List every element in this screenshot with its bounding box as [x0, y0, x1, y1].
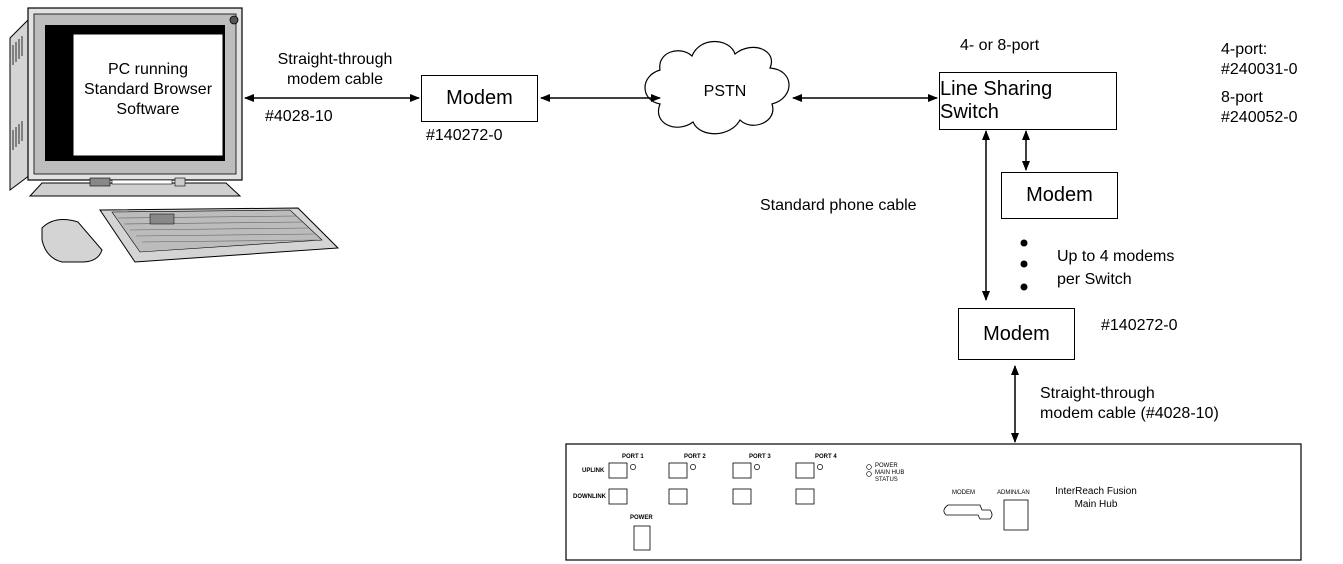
modem-1-label: Modem [446, 87, 513, 109]
ellipsis-dot [1020, 239, 1028, 247]
modem-2-label: Modem [1026, 184, 1093, 206]
hub-modem-label: MODEM [952, 490, 975, 496]
switch-8port-label: 8-port [1221, 89, 1263, 106]
modem-3-label: Modem [983, 322, 1050, 345]
ellipsis-dot [1020, 260, 1028, 268]
hub-port-4-label: PORT 4 [815, 454, 837, 460]
ellipsis-dot [1020, 283, 1028, 291]
uplink-port-4 [795, 462, 815, 479]
uplink-port-2 [668, 462, 688, 479]
hub-port-1-label: PORT 1 [622, 454, 644, 460]
hub-port-3-label: PORT 3 [749, 454, 771, 460]
hub-admin-lan-label: ADMIN/LAN [997, 490, 1030, 496]
cable1-part-number: #4028-10 [265, 108, 333, 125]
hub-port-2-label: PORT 2 [684, 454, 706, 460]
switch-8port-part: #240052-0 [1221, 109, 1298, 126]
hub-name-line2: Main Hub [1074, 499, 1118, 510]
pc-label: PC running Standard Browser Software [83, 61, 213, 118]
modem-1-part-number: #140272-0 [426, 127, 503, 144]
uplink-port-1 [608, 462, 628, 479]
cable2-label-line1: Straight-through [1040, 385, 1155, 402]
pstn-cloud [644, 41, 790, 135]
line-sharing-switch-box: Line Sharing Switch [939, 72, 1117, 130]
uplink-port-3 [732, 462, 752, 479]
switch-caption: 4- or 8-port [960, 37, 1040, 54]
switch-label: Line Sharing Switch [940, 78, 1053, 123]
hub-uplink-label: UPLINK [582, 468, 605, 474]
cable1-label-line1: Straight-through [277, 51, 393, 68]
hub-led-main-label: MAIN HUB [875, 470, 905, 476]
downlink-port-1 [608, 488, 628, 505]
main-hub-panel [565, 443, 1302, 561]
switch-4port-part: #240031-0 [1221, 61, 1298, 78]
downlink-port-2 [668, 488, 688, 505]
up-to-modems-line2: per Switch [1057, 271, 1132, 288]
switch-4port-label: 4-port: [1221, 41, 1268, 58]
hub-led-status-label: STATUS [875, 477, 898, 483]
modem-box-1: Modem [421, 75, 538, 122]
modem-connector [943, 504, 993, 520]
admin-lan-port [1003, 499, 1029, 531]
up-to-modems-line1: Up to 4 modems [1057, 248, 1175, 265]
hub-downlink-label: DOWNLINK [573, 494, 606, 500]
pstn-label: PSTN [703, 83, 747, 100]
modem-3-part-number: #140272-0 [1101, 317, 1178, 334]
cable1-label-line2: modem cable [286, 71, 384, 88]
downlink-port-3 [732, 488, 752, 505]
hub-led-power-label: POWER [875, 463, 898, 469]
modem-box-2: Modem [1001, 172, 1118, 219]
hub-name-line1: InterReach Fusion [1055, 486, 1137, 497]
downlink-port-4 [795, 488, 815, 505]
power-switch [633, 525, 651, 551]
pc-computer-illustration [9, 7, 340, 263]
hub-power-label: POWER [630, 515, 653, 521]
cable2-label-line2: modem cable (#4028-10) [1040, 405, 1219, 422]
phone-cable-label: Standard phone cable [760, 197, 917, 214]
modem-box-3: Modem [958, 308, 1075, 360]
